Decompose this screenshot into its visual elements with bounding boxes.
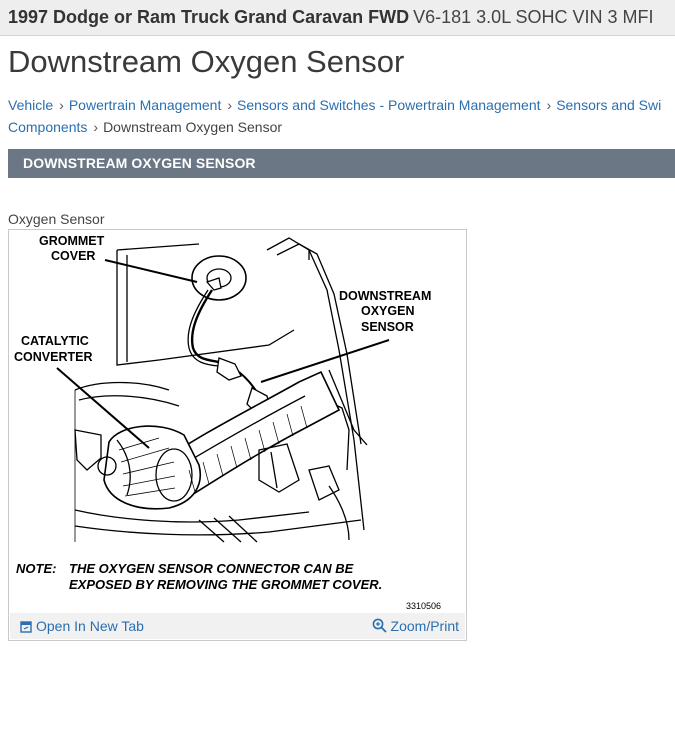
breadcrumb-vehicle[interactable]: Vehicle: [8, 97, 54, 113]
engine-spec: V6-181 3.0L SOHC VIN 3 MFI: [413, 7, 654, 27]
oxygen-sensor-diagram: GROMMET COVER DOWNSTREAM OXYGEN SENSOR C…: [14, 234, 441, 611]
label-catalytic-line2: CONVERTER: [14, 350, 92, 364]
open-new-tab-label: Open In New Tab: [36, 618, 144, 634]
open-new-tab-link[interactable]: Open In New Tab: [20, 618, 144, 634]
breadcrumb-powertrain-management[interactable]: Powertrain Management: [68, 97, 222, 113]
label-downstream-line1: DOWNSTREAM: [339, 289, 431, 303]
breadcrumb-row-1: Vehicle›Powertrain Management›Sensors an…: [8, 94, 675, 116]
label-downstream-line2: OXYGEN: [361, 304, 415, 318]
breadcrumb-sensors-switches[interactable]: Sensors and Switches - Powertrain Manage…: [237, 97, 541, 113]
breadcrumb-sensors-switches-truncated[interactable]: Sensors and Swi: [556, 97, 662, 113]
label-downstream-line3: SENSOR: [361, 320, 414, 334]
chevron-right-icon: ›: [227, 97, 233, 113]
label-grommet-line2: COVER: [51, 249, 95, 263]
open-new-tab-icon: [20, 621, 32, 633]
note-line1: THE OXYGEN SENSOR CONNECTOR CAN BE: [69, 561, 354, 576]
zoom-print-link[interactable]: Zoom/Print: [372, 618, 459, 634]
note-prefix: NOTE:: [16, 561, 56, 576]
breadcrumb: Vehicle›Powertrain Management›Sensors an…: [8, 94, 675, 138]
figure-card: GROMMET COVER DOWNSTREAM OXYGEN SENSOR C…: [8, 229, 467, 641]
zoom-print-label: Zoom/Print: [390, 618, 459, 634]
figure-caption: Oxygen Sensor: [8, 211, 105, 227]
section-header: DOWNSTREAM OXYGEN SENSOR: [8, 149, 675, 178]
label-grommet-line1: GROMMET: [39, 234, 105, 248]
vehicle-title: 1997 Dodge or Ram Truck Grand Caravan FW…: [8, 7, 654, 28]
note-line2: EXPOSED BY REMOVING THE GROMMET COVER.: [69, 577, 382, 592]
breadcrumb-row-2: Components ›Downstream Oxygen Sensor: [8, 116, 675, 138]
chevron-right-icon: ›: [59, 97, 64, 113]
top-bar: 1997 Dodge or Ram Truck Grand Caravan FW…: [0, 0, 675, 36]
page-title: Downstream Oxygen Sensor: [8, 44, 405, 79]
figure-actions: Open In New Tab Zoom/Print: [10, 613, 465, 639]
breadcrumb-components[interactable]: Components: [8, 119, 88, 135]
vehicle-name: 1997 Dodge or Ram Truck Grand Caravan FW…: [8, 7, 410, 27]
chevron-right-icon: ›: [93, 119, 99, 135]
breadcrumb-current: Downstream Oxygen Sensor: [103, 119, 283, 135]
figure-number: 3310506: [406, 601, 441, 611]
zoom-in-icon: [372, 618, 387, 633]
chevron-right-icon: ›: [546, 97, 552, 113]
label-catalytic-line1: CATALYTIC: [21, 334, 89, 348]
